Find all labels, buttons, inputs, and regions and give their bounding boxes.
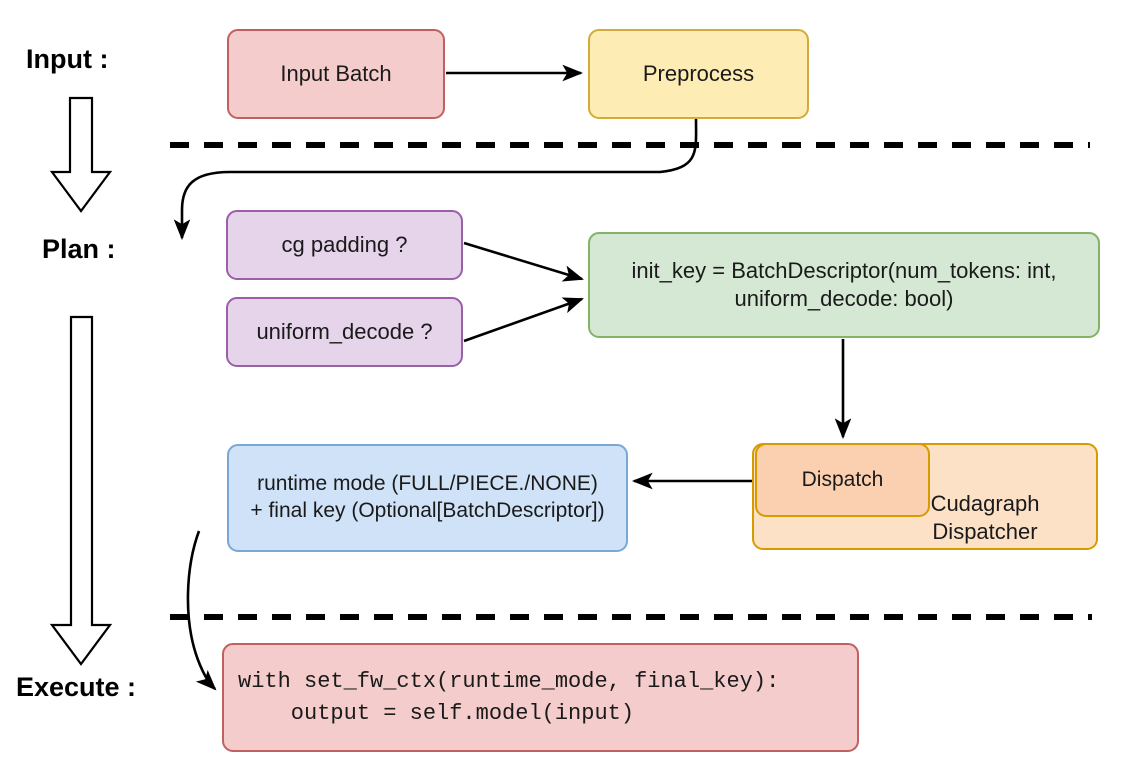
node-preprocess[interactable]: Preprocess	[588, 29, 809, 119]
node-execute-code-line1: with set_fw_ctx(runtime_mode, final_key)…	[238, 669, 780, 695]
node-runtime-mode-line2: + final key (Optional[BatchDescriptor])	[250, 499, 605, 522]
node-execute-code-line2: output = self.model(input)	[238, 700, 635, 726]
node-input-batch-label: Input Batch	[280, 60, 392, 86]
edge-runtime-mode-to-execute-code	[186, 530, 217, 691]
node-preprocess-label: Preprocess	[642, 60, 755, 86]
node-input-batch[interactable]: Input Batch	[227, 29, 445, 119]
node-cudagraph-dispatcher-line2: Dispatcher	[932, 518, 1038, 544]
stage-arrow-input-to-plan	[49, 96, 113, 213]
node-execute-code[interactable]: with set_fw_ctx(runtime_mode, final_key)…	[222, 643, 859, 752]
node-dispatch-label: Dispatch	[801, 467, 884, 491]
node-uniform-decode-label: uniform_decode ?	[256, 318, 433, 344]
node-uniform-decode[interactable]: uniform_decode ?	[226, 297, 463, 367]
stage-label-plan: Plan :	[42, 234, 116, 264]
stage-label-input: Input :	[26, 44, 109, 74]
edge-cg-padding-to-init-key	[463, 241, 584, 282]
node-init-key-line2: uniform_decode: bool)	[734, 286, 954, 311]
edge-uniform-decode-to-init-key	[463, 297, 584, 343]
node-runtime-mode-line1: runtime mode (FULL/PIECE./NONE)	[257, 472, 598, 496]
node-cg-padding[interactable]: cg padding ?	[226, 210, 463, 280]
node-dispatch[interactable]: Dispatch	[755, 443, 930, 517]
node-init-key-line1: init_key = BatchDescriptor(num_tokens: i…	[631, 257, 1057, 283]
node-runtime-mode[interactable]: runtime mode (FULL/PIECE./NONE) + final …	[227, 444, 628, 552]
stage-arrow-plan-to-execute	[49, 315, 113, 666]
node-cg-padding-label: cg padding ?	[281, 231, 408, 257]
stage-label-execute: Execute :	[16, 672, 137, 702]
node-cudagraph-dispatcher-line1: Cudagraph	[930, 490, 1040, 516]
node-init-key[interactable]: init_key = BatchDescriptor(num_tokens: i…	[588, 232, 1100, 338]
